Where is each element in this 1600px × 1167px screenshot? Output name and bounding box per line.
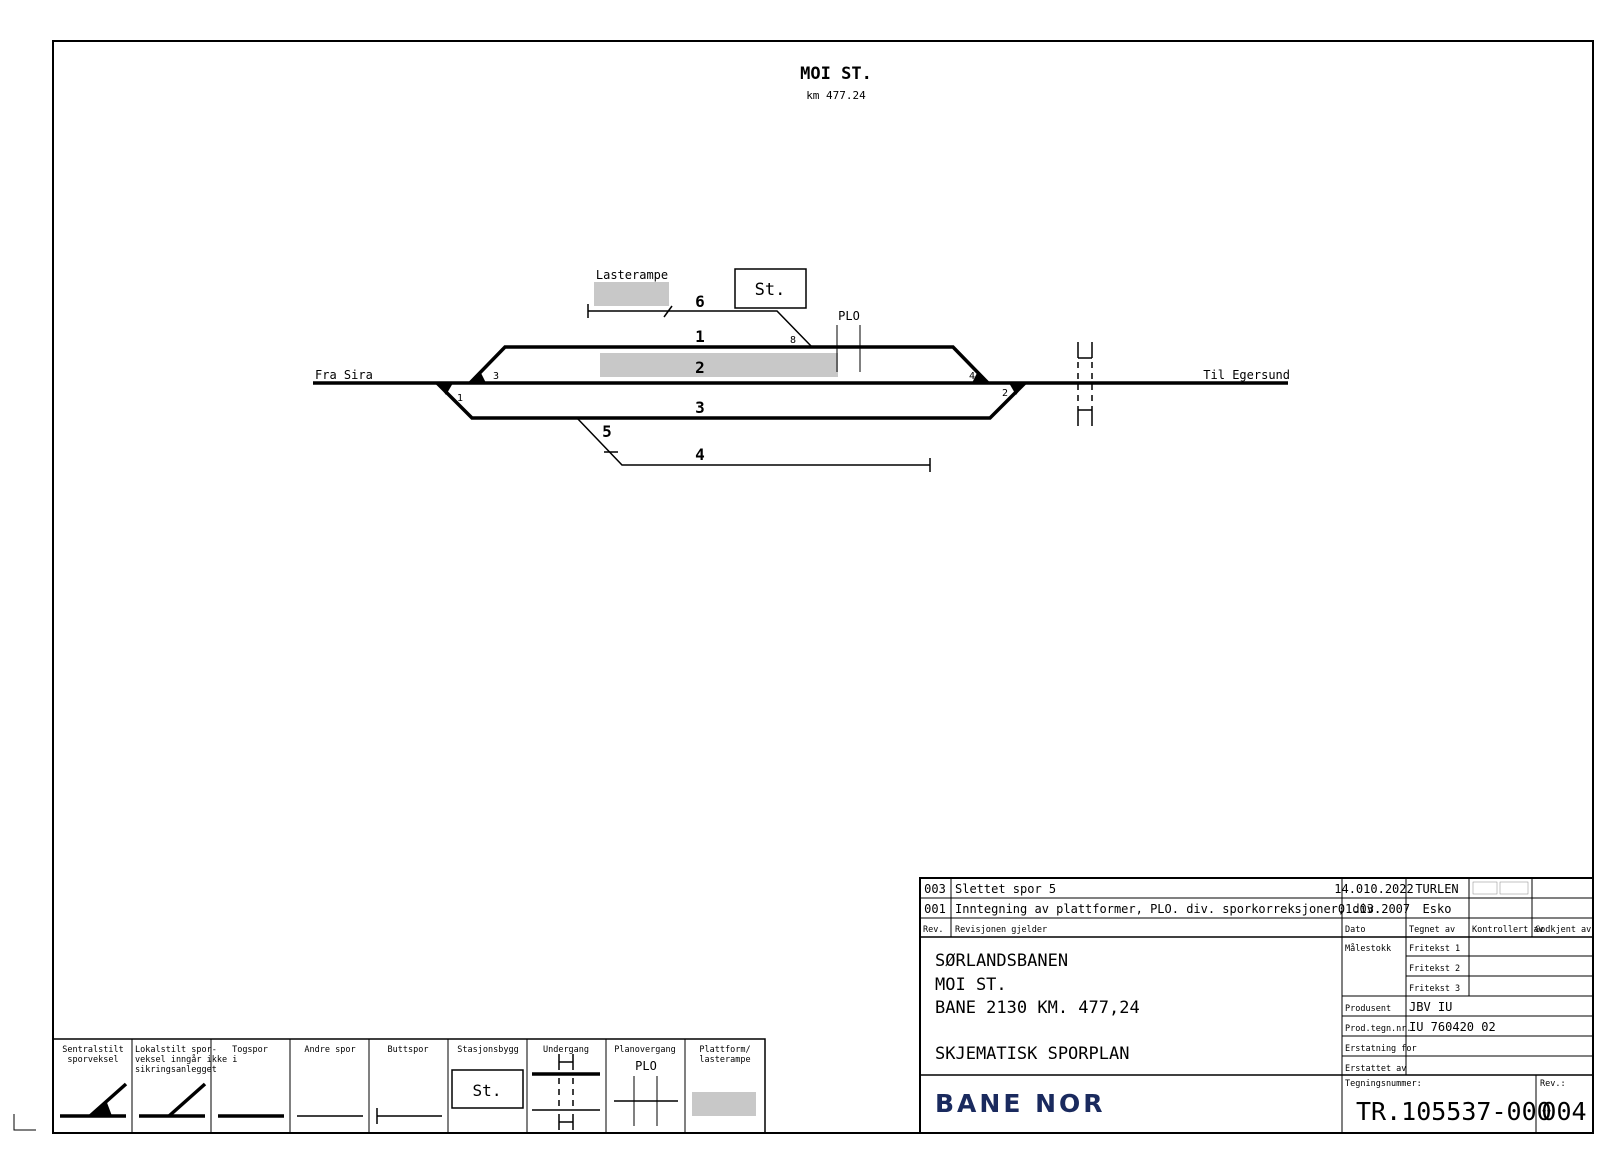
rev-001-date: 01.03.2007 xyxy=(1338,902,1410,916)
free-text-3-label: Fritekst 3 xyxy=(1409,984,1460,994)
legend-symbol-central-switch-triangle xyxy=(92,1100,112,1116)
rev-003-stamp xyxy=(1472,881,1529,895)
scale-label: Målestokk xyxy=(1345,943,1391,954)
track-6 xyxy=(588,310,813,348)
rev-header-description: Revisjonen gjelder xyxy=(955,925,1047,935)
track-label-1: 1 xyxy=(695,327,705,346)
frame-corner-mark xyxy=(13,1114,36,1131)
legend-label-dead-end: Buttspor xyxy=(388,1045,429,1055)
logo-text: BANE NOR xyxy=(935,1089,1106,1118)
legend-label-underpass: Undergang xyxy=(543,1045,589,1055)
switch-3-symbol xyxy=(470,371,486,383)
station-building-label: St. xyxy=(755,280,786,300)
rev-001-drawn-by: Esko xyxy=(1423,902,1452,916)
rev-001-number: 001 xyxy=(924,902,946,916)
producer-value: JBV IU xyxy=(1409,1000,1452,1014)
replaces-label: Erstatning for xyxy=(1345,1044,1417,1054)
legend-label-main-track: Togspor xyxy=(232,1045,268,1055)
switch-label-2: 2 xyxy=(1002,388,1008,399)
switch-label-4: 4 xyxy=(969,371,975,382)
drawing-number: TR.105537-000 xyxy=(1356,1097,1552,1126)
rev-header-date: Dato xyxy=(1345,925,1365,935)
switch-label-1: 1 xyxy=(457,393,463,404)
legend-symbol-station-building-label: St. xyxy=(473,1081,502,1100)
switch-1-symbol xyxy=(437,383,453,395)
rev-header-checked-by: Kontrollert av xyxy=(1472,925,1544,935)
track-label-4: 4 xyxy=(695,445,705,464)
drawing-number-label: Tegningsnummer: xyxy=(1345,1079,1422,1089)
replaced-by-label: Erstattet av xyxy=(1345,1064,1406,1074)
track-6-marker xyxy=(663,305,673,318)
underpass-symbol xyxy=(1077,342,1093,426)
legend-symbol-central-switch-diag xyxy=(88,1082,128,1118)
free-text-2-label: Fritekst 2 xyxy=(1409,964,1460,974)
rev-001-description: Inntegning av plattformer, PLO. div. spo… xyxy=(955,902,1381,916)
rev-header-rev: Rev. xyxy=(923,925,943,935)
switch-4-symbol xyxy=(972,371,988,383)
project-line-4: SKJEMATISK SPORPLAN xyxy=(935,1044,1129,1064)
lasterampe-label: Lasterampe xyxy=(596,268,668,282)
track-3 xyxy=(435,381,1027,420)
rev-003-date: 14.010.2022 xyxy=(1334,882,1413,896)
bane-nor-logo: BANE NOR xyxy=(935,1089,1106,1118)
title-block: 003 Slettet spor 5 14.010.2022 TURLEN 00… xyxy=(919,877,1594,1134)
rev-003-number: 003 xyxy=(924,882,946,896)
switch-label-3: 3 xyxy=(493,371,499,382)
free-text-1-label: Fritekst 1 xyxy=(1409,944,1460,954)
rev-003-drawn-by: TURLEN xyxy=(1415,882,1458,896)
direction-right-label: Til Egersund xyxy=(1203,368,1290,382)
switch-2-symbol xyxy=(1009,383,1025,395)
legend-label-level-crossing: Planovergang xyxy=(614,1045,675,1055)
track-label-6: 6 xyxy=(695,292,705,311)
platform-lasterampe xyxy=(594,282,669,306)
rev-header-approved-by: Godkjent av xyxy=(1535,925,1591,935)
track-diagram: PLO St. Fra Sira Til Egersund Lasterampe… xyxy=(313,268,1290,472)
track-label-2: 2 xyxy=(695,358,705,377)
track-label-5: 5 xyxy=(602,422,612,441)
station-km: km 477.24 xyxy=(806,89,866,102)
prod-drawing-no-value: IU 760420 02 xyxy=(1409,1020,1496,1034)
platform-track-2 xyxy=(600,353,838,377)
project-line-3: BANE 2130 KM. 477,24 xyxy=(935,998,1140,1018)
plo-label: PLO xyxy=(838,309,860,323)
legend-symbol-station-building xyxy=(451,1069,524,1109)
station-title: MOI ST. xyxy=(800,64,872,84)
legend-symbol-plo-label: PLO xyxy=(635,1059,657,1073)
legend-label-station-building: Stasjonsbygg xyxy=(457,1045,518,1055)
producer-label: Produsent xyxy=(1345,1004,1391,1014)
station-building xyxy=(734,268,807,309)
direction-left-label: Fra Sira xyxy=(315,368,373,382)
project-line-2: MOI ST. xyxy=(935,975,1007,995)
track-1 xyxy=(468,345,990,385)
legend-label-platform: Plattform/lasterampe xyxy=(699,1045,750,1065)
legend-symbol-underpass xyxy=(532,1054,600,1130)
switch-label-8: 8 xyxy=(790,335,796,346)
legend-symbol-platform xyxy=(692,1092,756,1116)
project-line-1: SØRLANDSBANEN xyxy=(935,951,1068,971)
rev-003-description: Slettet spor 5 xyxy=(955,882,1056,896)
revision-label: Rev.: xyxy=(1540,1079,1566,1089)
legend-symbol-local-switch-diag xyxy=(167,1082,207,1118)
track-4 xyxy=(576,417,930,466)
drawing-frame xyxy=(52,40,1594,1134)
legend-label-other-track: Andre spor xyxy=(304,1045,355,1055)
rev-header-drawn-by: Tegnet av xyxy=(1409,925,1455,935)
prod-drawing-no-label: Prod.tegn.nr. xyxy=(1345,1024,1412,1034)
track-label-3: 3 xyxy=(695,398,705,417)
revision-number: 004 xyxy=(1541,1097,1586,1126)
